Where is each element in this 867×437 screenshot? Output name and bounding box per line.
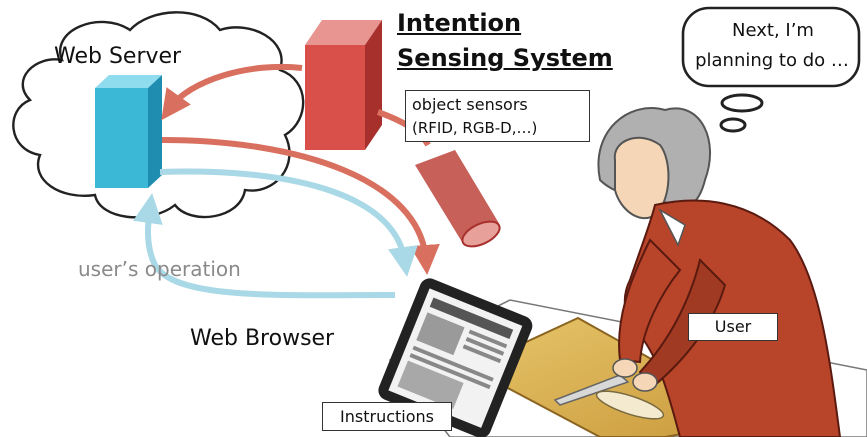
knife xyxy=(553,374,630,406)
user-label-box: User xyxy=(688,313,778,341)
server-to-browser-blue-arrow xyxy=(159,168,418,277)
sensors-label-line1: object sensors xyxy=(412,95,528,114)
user-figure xyxy=(597,107,842,437)
instructions-label: Instructions xyxy=(340,407,434,426)
thought-dot-small xyxy=(719,117,747,133)
thought-text-line1: Next, I’m xyxy=(732,20,814,41)
sensors-label-box: object sensors (RFID, RGB-D,…) xyxy=(405,90,590,142)
web-server-box xyxy=(95,75,162,188)
web-server-label: Web Server xyxy=(54,44,182,69)
thought-dot-large xyxy=(720,93,764,113)
sensors-label-line2: (RFID, RGB-D,…) xyxy=(412,119,538,137)
thought-bubble xyxy=(681,6,861,88)
intention-system-title-line2: Sensing System xyxy=(397,44,613,72)
sensor-camera xyxy=(415,150,501,248)
operation-label: user’s operation xyxy=(78,257,241,281)
browser-label: Web Browser xyxy=(190,326,335,351)
food-item xyxy=(595,390,665,420)
system-to-server-arrow xyxy=(161,63,303,121)
thought-text-line2: planning to do … xyxy=(695,50,849,71)
intention-system-title-line1: Intention xyxy=(397,9,522,37)
server-to-browser-arrow xyxy=(161,137,440,275)
operation-arrow xyxy=(133,193,396,299)
user-label: User xyxy=(714,317,752,336)
intention-system-box xyxy=(305,20,382,150)
instructions-label-box: Instructions xyxy=(322,402,452,431)
tablet xyxy=(378,278,533,437)
